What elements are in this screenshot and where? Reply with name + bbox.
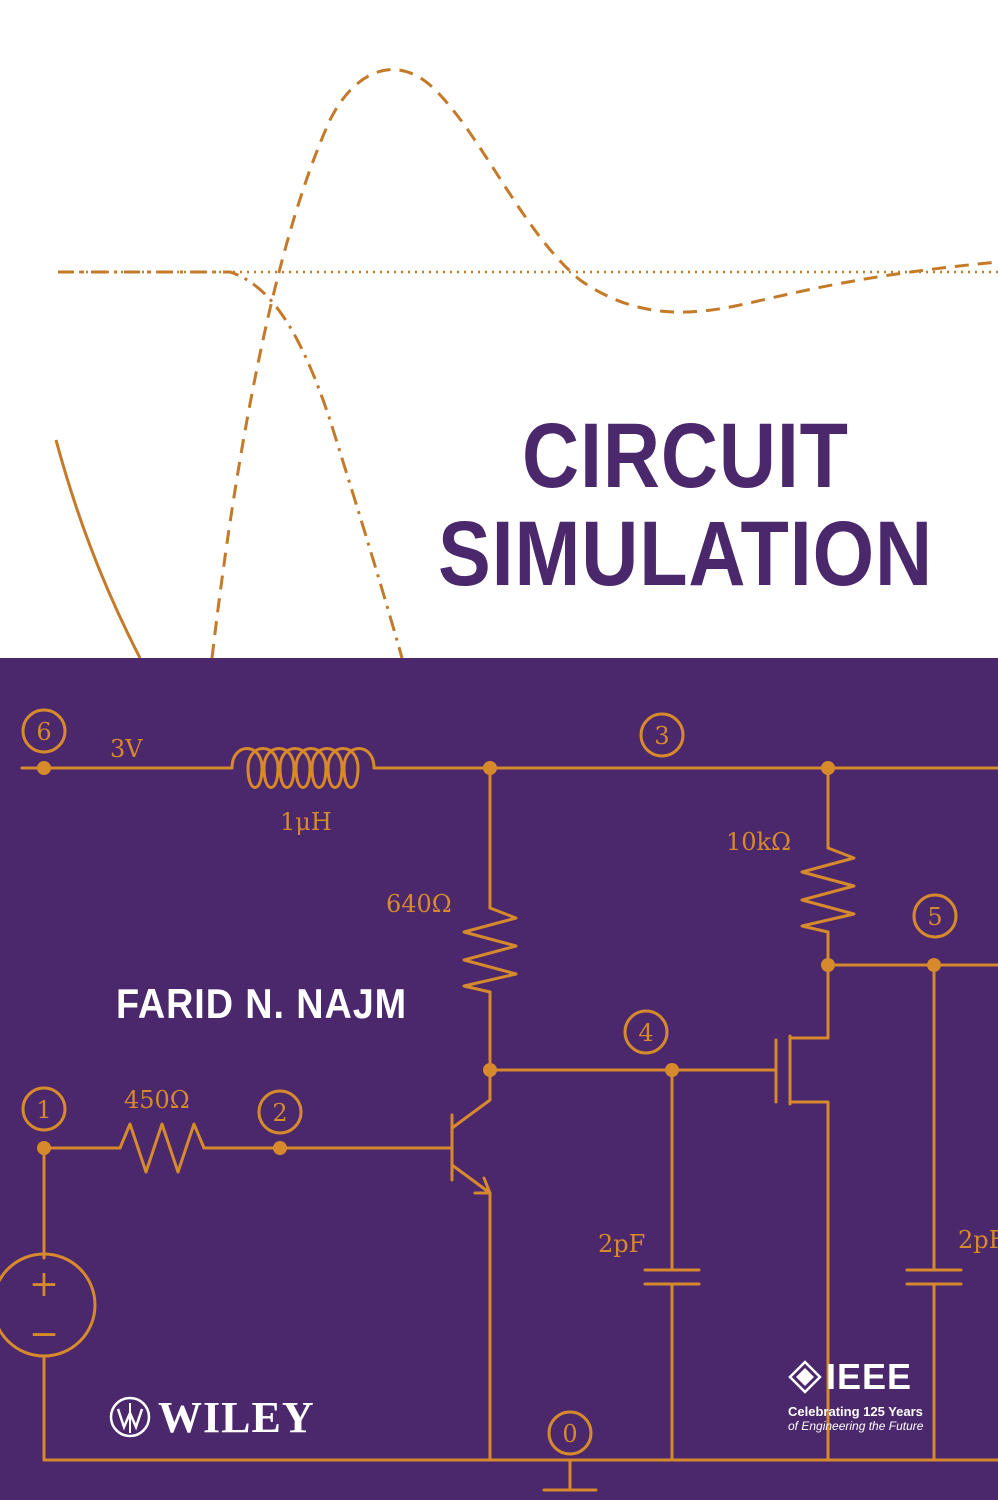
source-plus-sign: +	[29, 1264, 59, 1305]
mosfet-source	[788, 1100, 830, 1462]
junction-dot	[665, 1063, 679, 1077]
label-10k: 10kΩ	[726, 828, 791, 856]
junction-dot	[37, 1141, 51, 1155]
wiley-emblem-icon	[109, 1396, 151, 1438]
waveform-graphic	[54, 68, 998, 658]
node-0-label: 0	[562, 1420, 577, 1448]
junction-dot	[483, 1063, 497, 1077]
node-1-label: 1	[36, 1096, 51, 1124]
cover-bottom-purple	[0, 658, 998, 1500]
node-4-label: 4	[638, 1019, 653, 1047]
label-640: 640Ω	[386, 890, 452, 918]
node-0-circle	[547, 1410, 593, 1456]
junction-dot	[821, 761, 835, 775]
junction-dot	[821, 958, 835, 972]
label-3v: 3V	[110, 735, 143, 763]
node-2-circle	[257, 1089, 303, 1135]
node-1-circle	[21, 1086, 67, 1132]
node-5-label: 5	[927, 903, 942, 931]
waveform-dashdot-curve	[58, 270, 404, 658]
bjt-collector	[450, 1068, 492, 1130]
ieee-diamond-icon	[788, 1360, 822, 1394]
junction-dot	[273, 1141, 287, 1155]
title-line-2: SIMULATION	[438, 503, 933, 605]
label-1uh: 1μH	[280, 808, 332, 836]
node-5-circle	[912, 893, 958, 939]
label-2pf-b: 2pF	[958, 1226, 998, 1254]
node-6-circle	[21, 708, 67, 754]
waveform-solid-curve	[54, 439, 142, 658]
ieee-name: IEEE	[826, 1356, 913, 1397]
node-3-label: 3	[654, 722, 669, 750]
node-3-circle	[639, 712, 685, 758]
label-450: 450Ω	[124, 1086, 190, 1114]
label-2pf-a: 2pF	[598, 1230, 645, 1258]
author-name: FARID N. NAJM	[116, 980, 408, 1027]
bjt-emitter	[450, 1163, 492, 1462]
inductor-1uh	[213, 747, 407, 789]
junction-dot	[927, 958, 941, 972]
bjt-emitter-arrow	[473, 1176, 492, 1195]
resistor-450	[118, 1122, 206, 1174]
title-line-1: CIRCUIT	[522, 405, 849, 507]
publisher-name: WILEY	[158, 1392, 315, 1442]
node-4-circle	[623, 1009, 669, 1055]
ieee-tagline-1: Celebrating 125 Years	[788, 1404, 923, 1419]
junction-dot	[37, 761, 51, 775]
source-minus-sign: −	[29, 1314, 59, 1355]
ieee-logo: IEEE Celebrating 125 Years of Engineerin…	[788, 1356, 958, 1433]
junction-dot	[483, 761, 497, 775]
waveform-dashed-curve	[210, 68, 998, 658]
cover-top-white	[0, 0, 998, 658]
publisher-logo: WILEY	[108, 1392, 315, 1442]
resistor-10k	[800, 846, 856, 934]
node-2-label: 2	[272, 1099, 287, 1127]
resistor-640	[462, 906, 518, 994]
ieee-tagline-2: of Engineering the Future	[788, 1419, 924, 1433]
node-6-label: 6	[36, 718, 51, 746]
